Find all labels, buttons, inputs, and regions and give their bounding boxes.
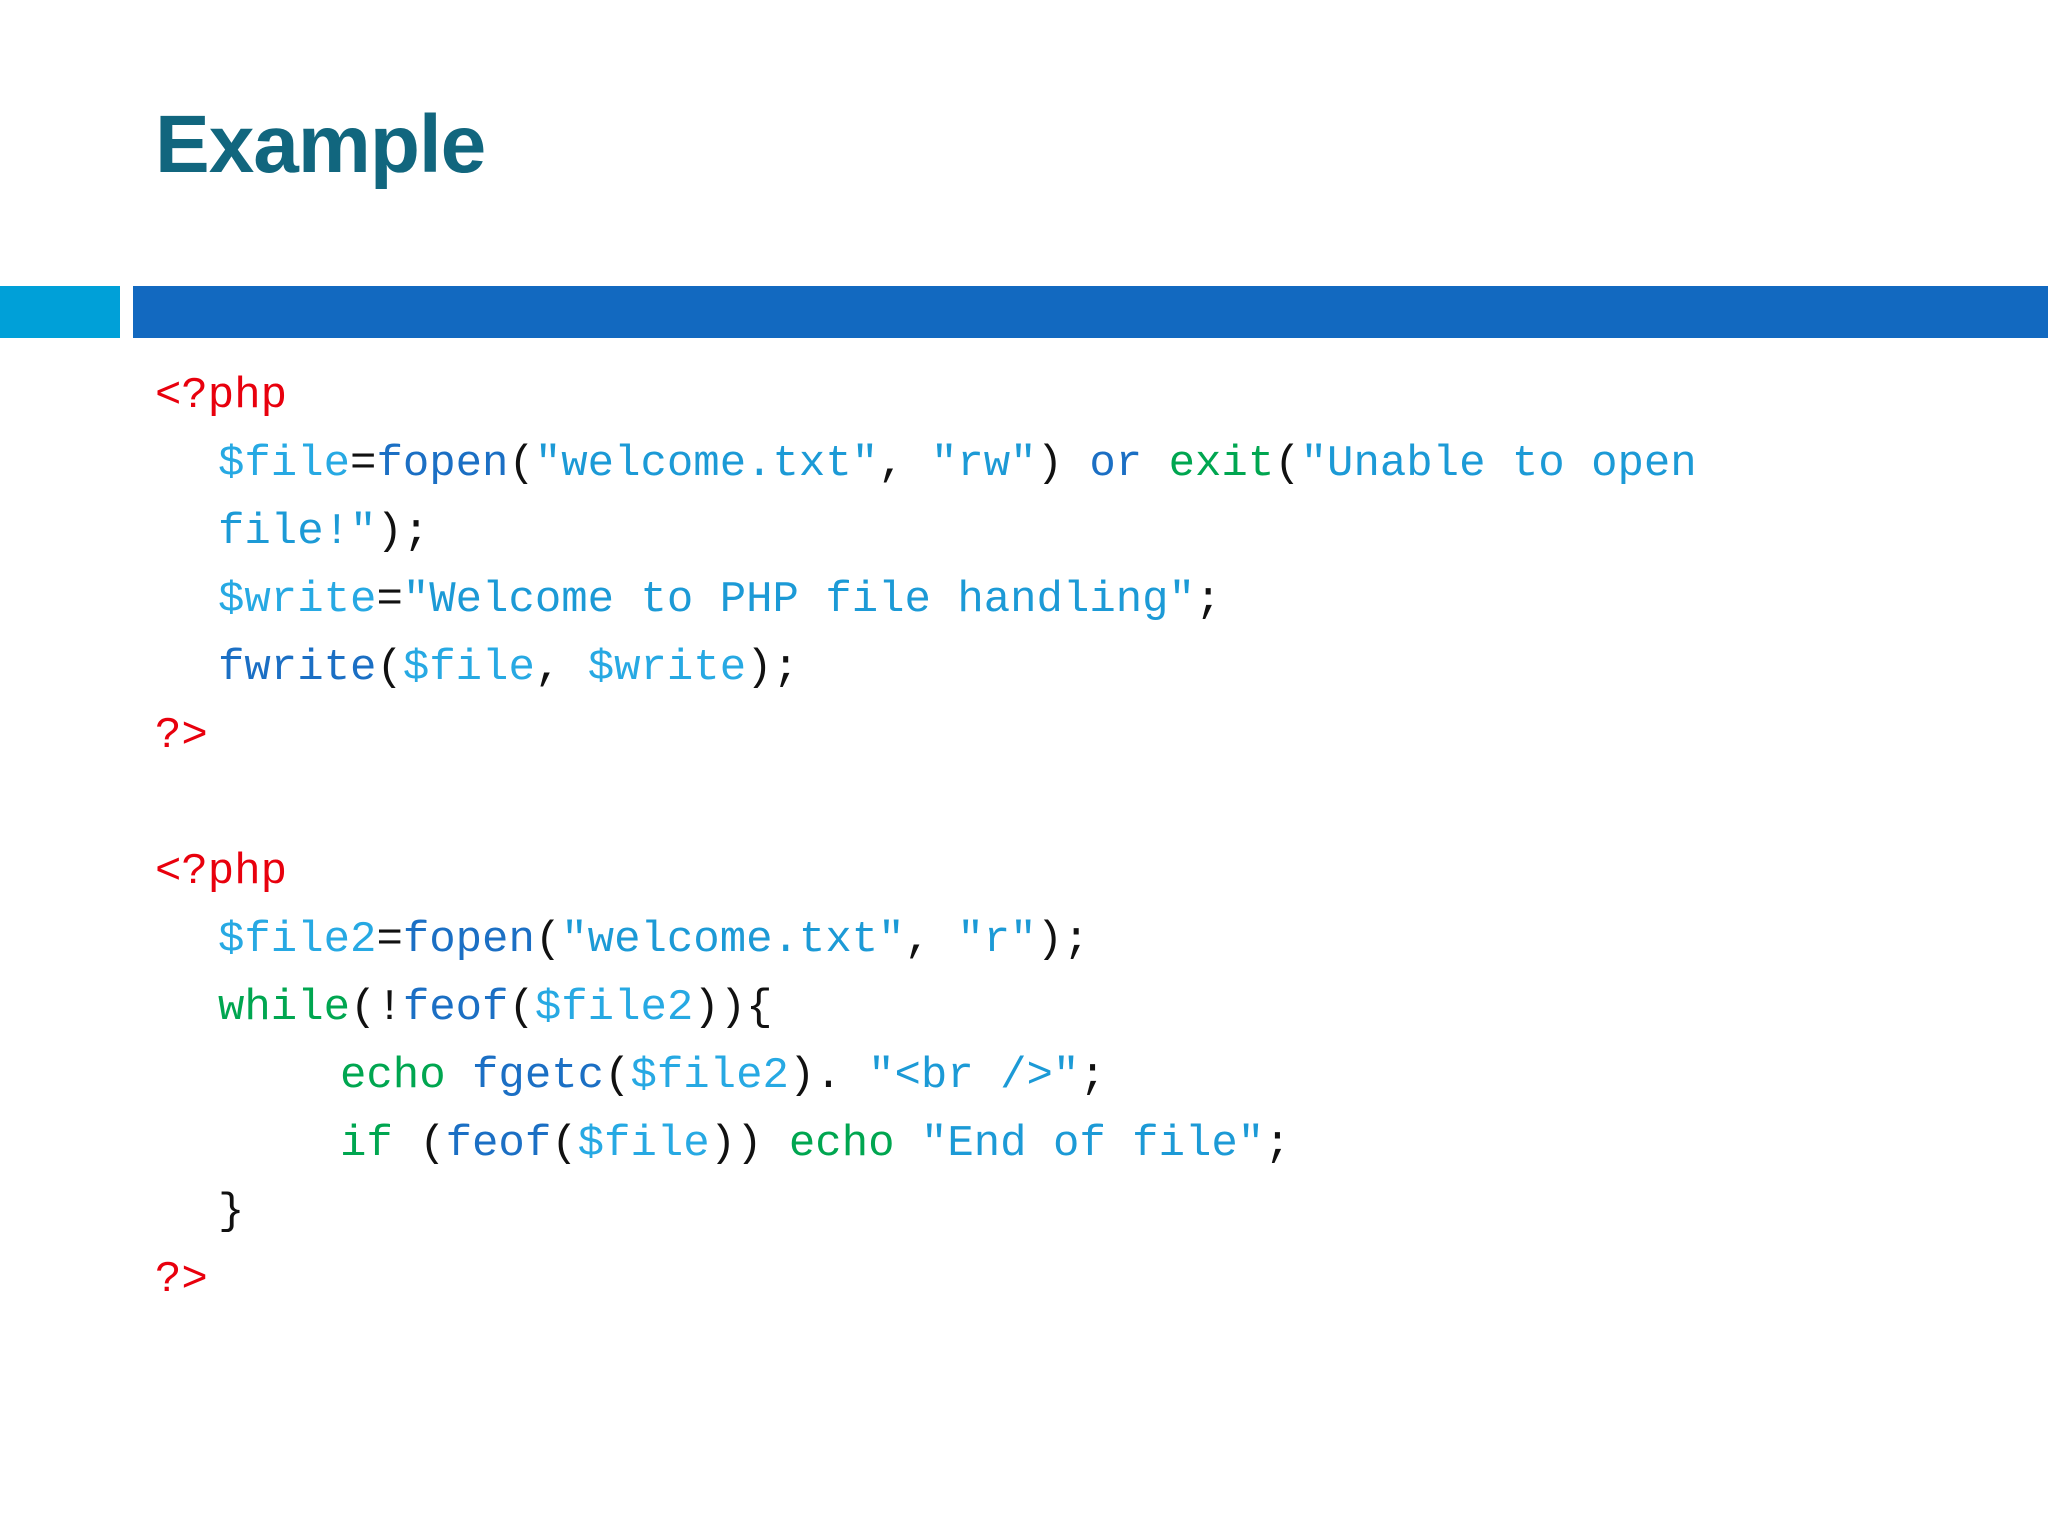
token-paren: (	[551, 1119, 578, 1169]
token-keyword: if	[340, 1119, 393, 1169]
token-space	[895, 1119, 921, 1169]
php-open-tag: <?php	[155, 371, 288, 421]
token-paren: )	[1036, 439, 1063, 489]
code-line-php-close-2: ?>	[0, 1246, 2048, 1314]
code-line-php-open-2: <?php	[0, 838, 2048, 906]
token-function: fopen	[376, 439, 509, 489]
token-comma: ,	[878, 439, 931, 489]
title-divider-band	[0, 286, 2048, 338]
token-string: "welcome.txt"	[561, 915, 905, 965]
token-comma: ,	[904, 915, 958, 965]
token-paren: (	[508, 439, 535, 489]
code-line-echo-fgetc: echo fgetc($file2). "<br />";	[0, 1042, 2048, 1110]
token-concat: ).	[788, 1051, 869, 1101]
token-string: "Welcome to PHP file handling"	[402, 575, 1195, 625]
token-operator-or: or	[1062, 439, 1169, 489]
token-terminator: );	[746, 643, 799, 693]
token-string: "rw"	[930, 439, 1037, 489]
token-terminator: ;	[1079, 1051, 1106, 1101]
token-function: fopen	[402, 915, 535, 965]
token-operator: =	[350, 439, 377, 489]
token-space	[446, 1051, 472, 1101]
token-variable: $file	[218, 439, 351, 489]
token-terminator: );	[376, 507, 430, 557]
token-variable: $file2	[218, 915, 377, 965]
token-keyword: exit	[1168, 439, 1275, 489]
token-brace: )){	[693, 983, 773, 1033]
token-function: feof	[445, 1119, 552, 1169]
token-terminator: ;	[1194, 575, 1222, 625]
code-line-fopen-1: $file=fopen("welcome.txt", "rw") or exit…	[0, 430, 2048, 566]
token-variable: $file2	[630, 1051, 789, 1101]
token-string: "r"	[957, 915, 1037, 965]
page-title: Example	[155, 99, 486, 190]
divider-accent-left	[0, 286, 120, 338]
token-variable: $write	[218, 575, 377, 625]
token-function: feof	[402, 983, 509, 1033]
token-variable: $file	[577, 1119, 710, 1169]
token-string: "welcome.txt"	[534, 439, 879, 489]
token-keyword: echo	[788, 1119, 895, 1169]
token-paren: (	[376, 643, 403, 693]
token-function: fgetc	[472, 1051, 605, 1101]
code-line-while: while(!feof($file2)){	[0, 974, 2048, 1042]
code-line-fwrite: fwrite($file, $write);	[0, 634, 2048, 702]
token-operator: =	[376, 915, 403, 965]
token-keyword: echo	[340, 1051, 446, 1101]
token-variable: $file	[402, 643, 535, 693]
token-variable: $write	[587, 643, 747, 693]
php-open-tag: <?php	[155, 847, 288, 897]
token-paren: (!	[350, 983, 403, 1033]
php-close-tag: ?>	[155, 711, 208, 761]
divider-bar-main	[133, 286, 2048, 338]
token-string: "End of file"	[920, 1119, 1265, 1169]
code-line-write-assign: $write="Welcome to PHP file handling";	[0, 566, 2048, 634]
token-keyword: while	[218, 983, 351, 1033]
token-operator: =	[376, 575, 403, 625]
code-line-if-feof: if (feof($file)) echo "End of file";	[0, 1110, 2048, 1178]
code-listing: <?php $file=fopen("welcome.txt", "rw") o…	[0, 362, 2048, 1314]
token-brace: }	[218, 1187, 245, 1237]
token-paren: (	[534, 915, 562, 965]
token-function: fwrite	[218, 643, 377, 693]
code-line-blank	[0, 770, 2048, 838]
php-close-tag: ?>	[155, 1255, 208, 1305]
token-paren: (	[392, 1119, 446, 1169]
token-paren: ))	[709, 1119, 789, 1169]
token-comma: ,	[534, 643, 588, 693]
code-line-fopen-2: $file2=fopen("welcome.txt", "r");	[0, 906, 2048, 974]
token-variable: $file2	[534, 983, 694, 1033]
token-terminator: ;	[1264, 1119, 1291, 1169]
code-line-php-close-1: ?>	[0, 702, 2048, 770]
code-line-php-open-1: <?php	[0, 362, 2048, 430]
token-string: "<br />"	[868, 1051, 1080, 1101]
token-paren: (	[1274, 439, 1301, 489]
token-string: "Unable to open file!"	[218, 439, 1724, 557]
token-paren: (	[508, 983, 535, 1033]
token-paren: (	[604, 1051, 631, 1101]
token-terminator: );	[1036, 915, 1090, 965]
code-line-close-brace: }	[0, 1178, 2048, 1246]
